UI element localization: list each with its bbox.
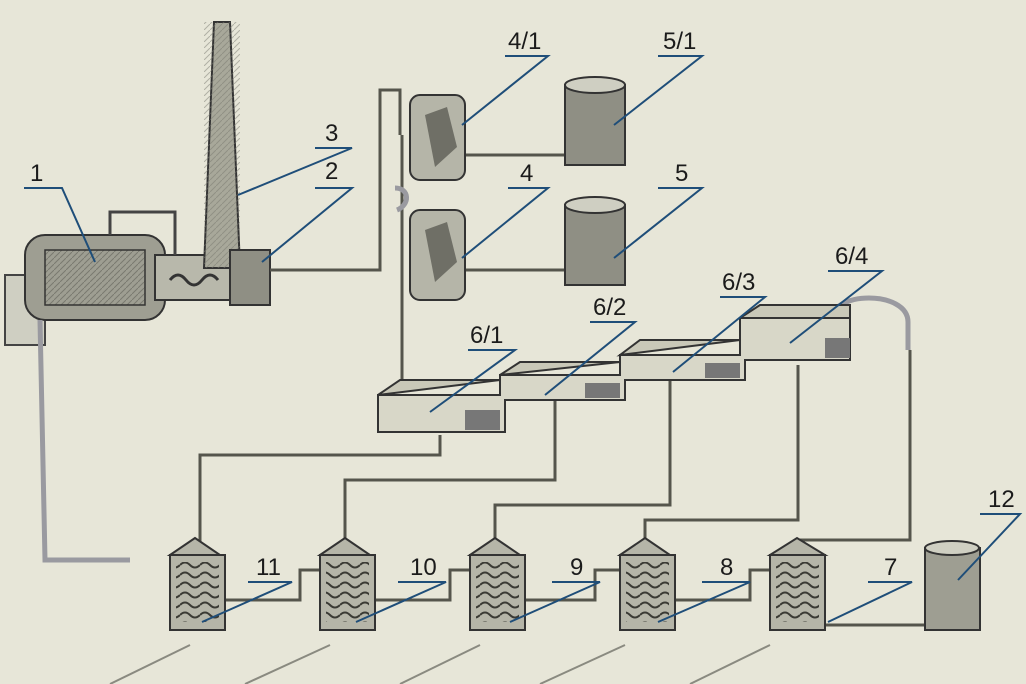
digester-4 [409, 209, 466, 301]
label-tank-12: 12 [988, 486, 1015, 513]
vessel-7 [766, 536, 829, 631]
label-tank-5-1: 5/1 [663, 28, 697, 55]
label-boiler: 1 [30, 160, 44, 187]
label-trough-6-1: 6/1 [470, 322, 504, 349]
label-trough-6-3: 6/3 [722, 269, 756, 296]
label-vessel-11: 11 [256, 554, 281, 581]
label-tank-5: 5 [675, 160, 689, 187]
chimney [202, 21, 242, 269]
label-vessel-9: 9 [570, 554, 584, 581]
tank-12 [924, 540, 981, 631]
label-digester-4: 4 [520, 160, 534, 187]
trough-cascade [377, 304, 851, 433]
gas-duct-unit [229, 249, 271, 306]
tank-5-1 [564, 76, 626, 166]
tank-5 [564, 196, 626, 286]
label-gas-duct: 2 [325, 158, 339, 185]
label-vessel-10: 10 [410, 554, 437, 581]
digester-4-1 [409, 94, 466, 181]
vessel-9 [466, 536, 526, 631]
label-digester-4-1: 4/1 [508, 28, 542, 55]
label-trough-6-4: 6/4 [835, 243, 869, 270]
vessel-11 [166, 536, 226, 631]
pipe-network [198, 88, 930, 627]
ground-lines [109, 644, 771, 684]
label-vessel-8: 8 [720, 554, 734, 581]
coil-vessels [166, 536, 829, 631]
label-trough-6-2: 6/2 [593, 294, 627, 321]
vessel-8 [616, 536, 676, 631]
leader-lines [24, 55, 1023, 623]
label-vessel-7: 7 [884, 554, 898, 581]
label-chimney: 3 [325, 120, 339, 147]
